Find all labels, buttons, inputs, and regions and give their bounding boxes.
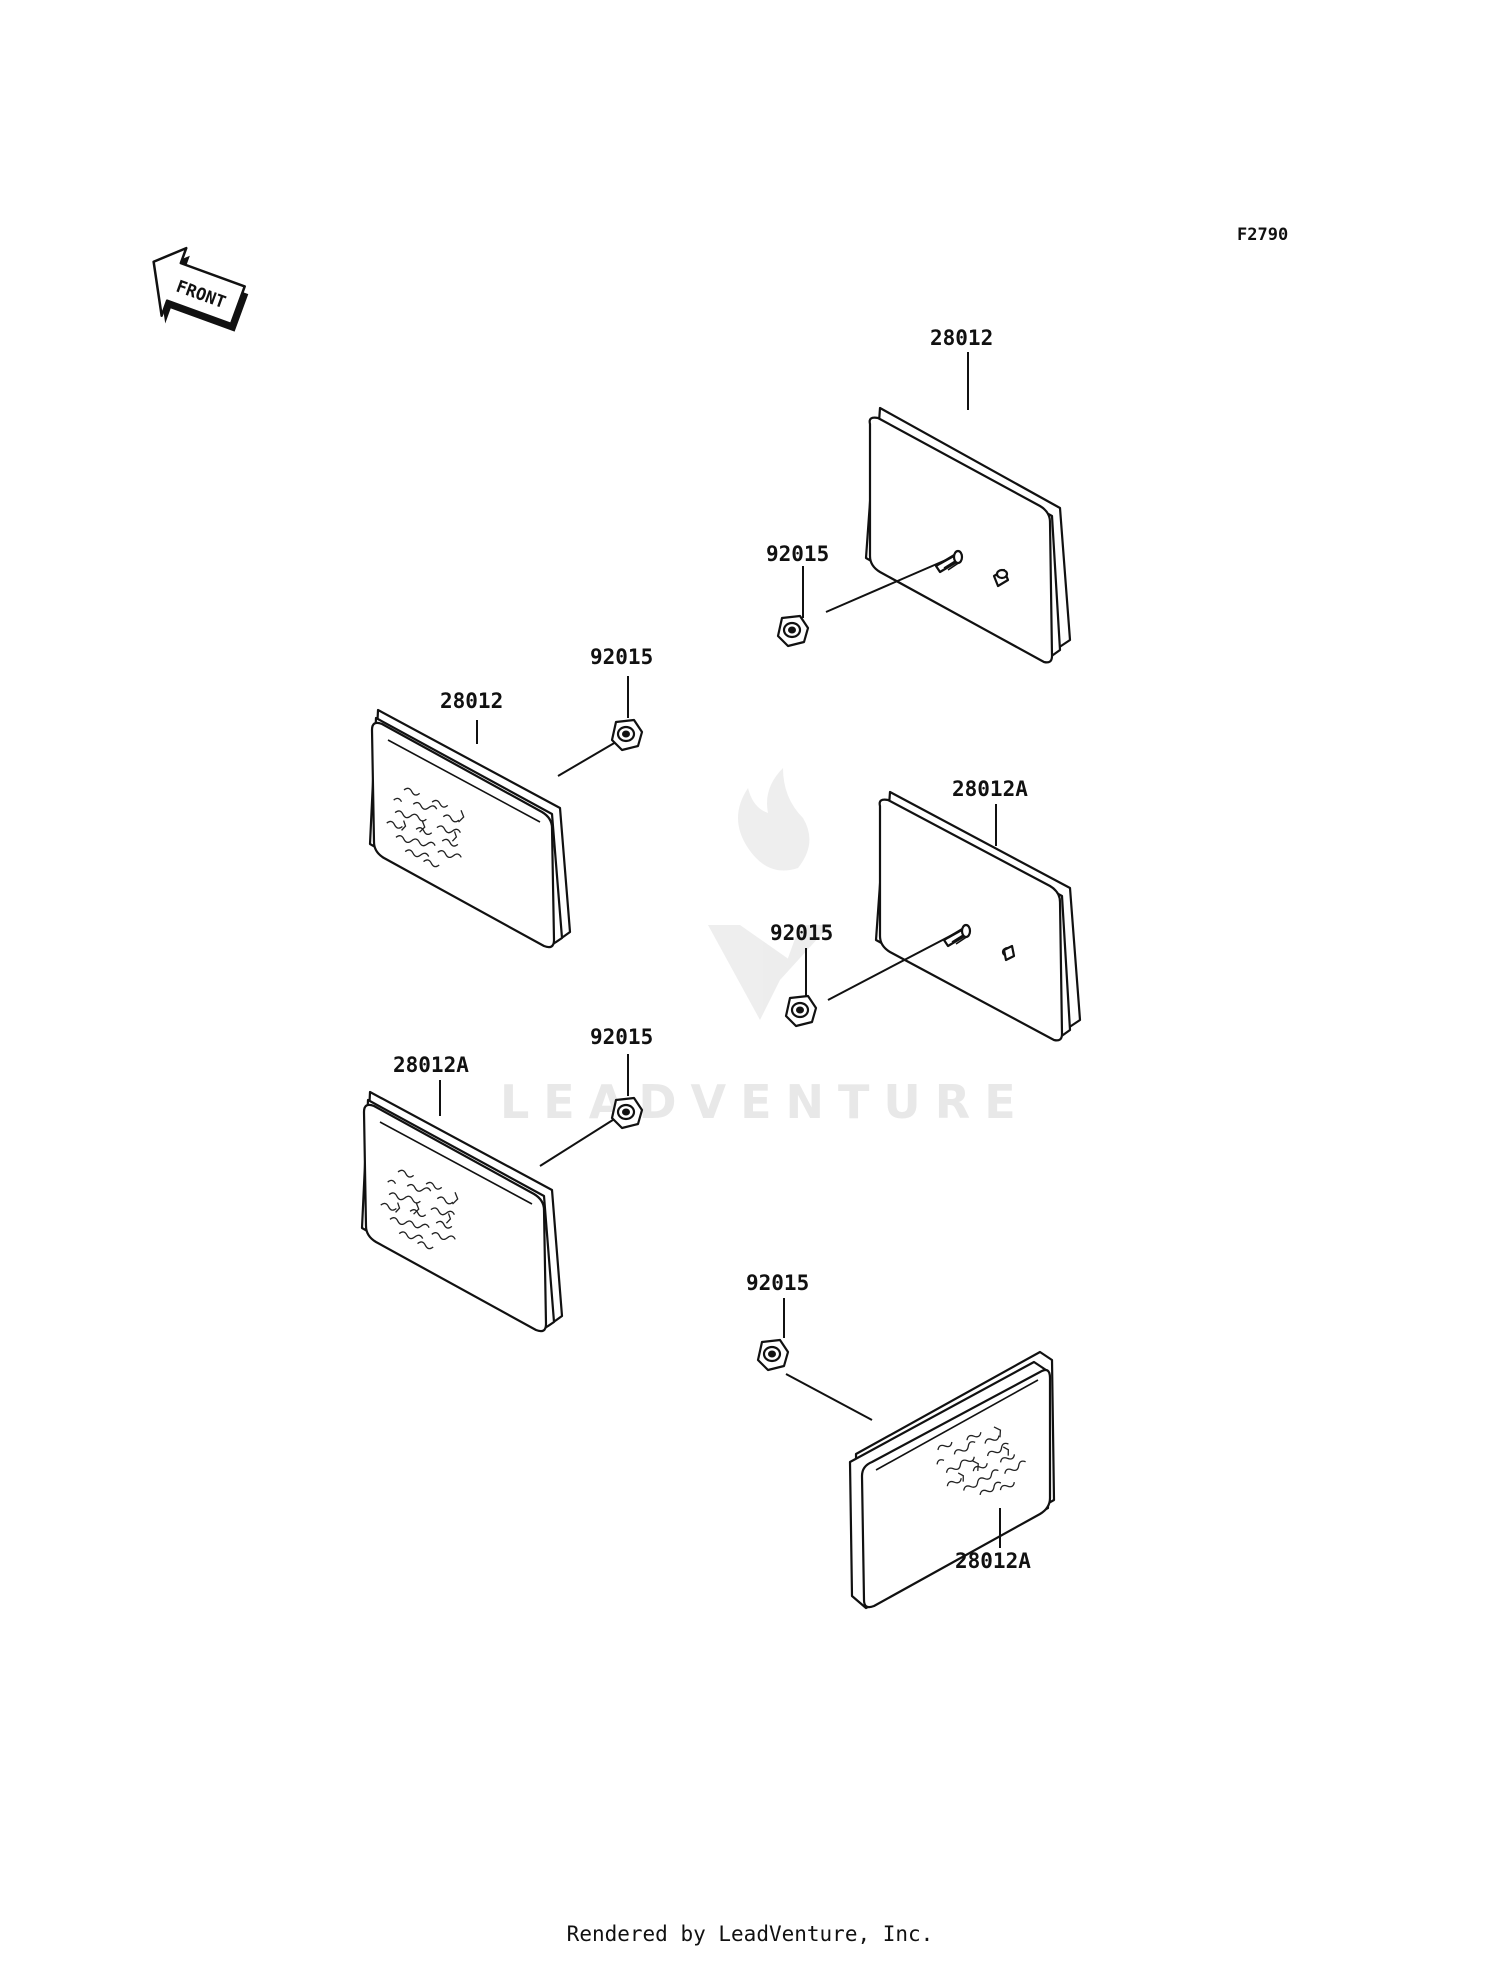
callout-reflector-upper-left: 28012 bbox=[440, 689, 503, 713]
leader-line bbox=[827, 933, 955, 1001]
callout-reflector-lower-left: 28012A bbox=[393, 1053, 469, 1077]
nut-top-right bbox=[776, 614, 810, 648]
callout-reflector-mid-right: 28012A bbox=[952, 777, 1028, 801]
callout-nut-upper-left: 92015 bbox=[590, 645, 653, 669]
watermark-text: LEADVENTURE bbox=[500, 1075, 1030, 1129]
reflector-bottom-right bbox=[848, 1350, 1056, 1610]
watermark-logo: LEADVENTURE bbox=[500, 768, 1030, 1129]
reflector-mid-right bbox=[874, 790, 1082, 1042]
nut-bottom-right bbox=[756, 1338, 790, 1372]
nut-upper-left bbox=[610, 718, 644, 752]
callout-nut-lower-left: 92015 bbox=[590, 1025, 653, 1049]
diagram-code: F2790 bbox=[1237, 225, 1288, 245]
reflector-lower-left bbox=[360, 1090, 564, 1333]
leader-line bbox=[825, 559, 947, 613]
callout-reflector-bottom-right: 28012A bbox=[955, 1549, 1031, 1573]
front-arrow-icon: FRONT bbox=[152, 246, 249, 332]
leader-line bbox=[557, 741, 617, 777]
callout-nut-top-right: 92015 bbox=[766, 542, 829, 566]
footer-credit: Rendered by LeadVenture, Inc. bbox=[566, 1922, 934, 1946]
nut-mid-right bbox=[784, 994, 818, 1028]
leader-line bbox=[785, 1373, 873, 1421]
callout-nut-mid-right: 92015 bbox=[770, 921, 833, 945]
nut-lower-left bbox=[610, 1096, 644, 1130]
leader-line bbox=[539, 1117, 617, 1167]
reflector-top-right bbox=[864, 406, 1072, 664]
callout-reflector-top-right: 28012 bbox=[930, 326, 993, 350]
reflector-upper-left bbox=[368, 708, 572, 949]
callout-nut-bottom-right: 92015 bbox=[746, 1271, 809, 1295]
